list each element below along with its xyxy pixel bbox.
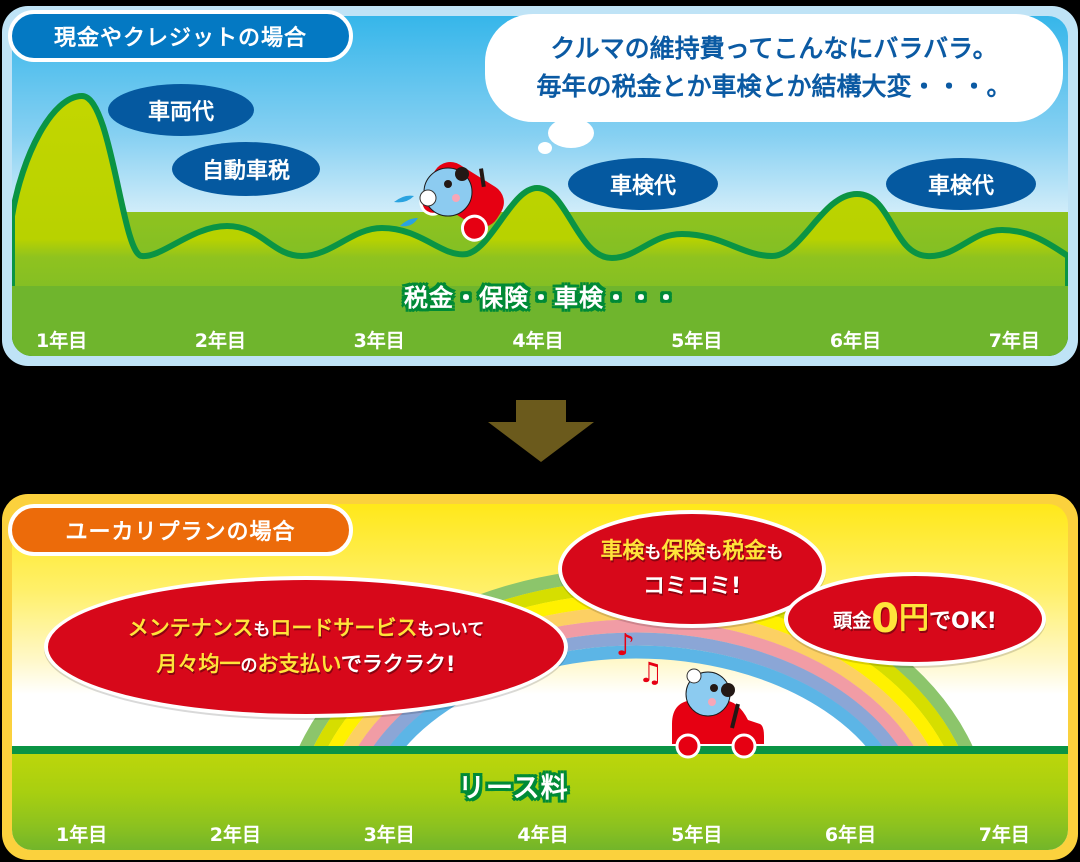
cost-label-auto-tax: 自動車税 [172, 142, 320, 196]
mascot-car-icon [672, 668, 764, 759]
cost-label-text: 車検代 [609, 174, 676, 199]
year-label: 3年目 [363, 824, 415, 846]
highlight-text: 月々均一 [156, 652, 241, 676]
cash-credit-heading: 現金やクレジットの場合 [8, 10, 353, 62]
highlight-text: お支払い [257, 652, 341, 676]
thought-bubble-dot [548, 118, 594, 148]
cost-label-vehicle: 車両代 [108, 84, 254, 136]
arrow-down-icon [488, 400, 594, 462]
highlight-text: ロードサービス [270, 616, 418, 640]
recurring-costs-label: 税金・保険・車検・・・ [404, 284, 679, 312]
heading-text: ユーカリプランの場合 [65, 520, 296, 545]
year-label: 1年目 [56, 824, 108, 846]
thought-bubble-dot [538, 142, 552, 154]
year-label: 4年目 [517, 824, 569, 846]
year-label: 2年目 [194, 330, 247, 352]
bubble-text: でOK! [929, 609, 997, 634]
year-axis: 1年目 2年目 3年目 4年目 5年目 6年目 7年目 [12, 326, 1068, 353]
thought-line-1: クルマの維持費ってこんなにバラバラ。 [550, 34, 998, 63]
ground [12, 754, 1068, 850]
mascot-car-icon [394, 162, 504, 242]
cost-label-text: 自動車税 [201, 159, 290, 184]
down-payment-bubble: 頭金 0 円 でOK! [784, 572, 1046, 666]
year-label: 6年目 [824, 824, 877, 846]
all-inclusive-bubble: 車検も保険も税金も コミコミ! [558, 510, 826, 628]
bubble-text: も [705, 542, 723, 563]
bubble-line-1: メンテナンスもロードサービスもついて [128, 611, 484, 647]
bubble-text: 頭金 [833, 609, 872, 632]
cost-label-inspection-2: 車検代 [886, 158, 1036, 210]
bubble-line-2: コミコミ! [642, 573, 742, 599]
year-label: 2年目 [209, 824, 262, 846]
year-label: 6年目 [829, 330, 882, 352]
year-label: 1年目 [36, 330, 88, 352]
music-notes-icon: ♫ [638, 656, 664, 689]
highlight-text: 保険 [661, 538, 706, 564]
highlight-text: 税金 [722, 538, 767, 564]
year-label: 4年目 [512, 330, 564, 352]
currency-unit: 円 [899, 601, 930, 636]
thought-bubble: クルマの維持費ってこんなにバラバラ。 毎年の税金とか車検とか結構大変・・・。 [485, 14, 1063, 122]
ground-line [12, 746, 1068, 755]
highlight-text: メンテナンス [127, 616, 254, 640]
cost-label-inspection-1: 車検代 [568, 158, 718, 210]
bubble-line-2: 月々均一のお支払いでラクラク! [157, 647, 456, 683]
year-label: 5年目 [671, 824, 723, 846]
year-label: 7年目 [978, 824, 1030, 846]
lease-fee-label: リース料 [458, 773, 569, 804]
lease-plan-scene: ♪ ♫ リース料 1年目 2年目 3年目 4年目 5年目 6年目 7年目 [12, 504, 1068, 850]
maintenance-bubble: メンテナンスもロードサービスもついて 月々均一のお支払いでラクラク! [44, 576, 568, 718]
bubble-line-1: 車検も保険も税金も [600, 535, 783, 570]
bubble-text: でラクラク! [340, 652, 456, 676]
bubble-text: も [644, 542, 662, 563]
year-label: 7年目 [988, 330, 1040, 352]
cost-label-text: 車検代 [927, 174, 994, 199]
cost-label-text: 車両代 [147, 100, 214, 125]
heading-text: 現金やクレジットの場合 [53, 26, 307, 51]
bubble-text: もついて [417, 620, 485, 640]
year-axis: 1年目 2年目 3年目 4年目 5年目 6年目 7年目 [12, 820, 1068, 847]
highlight-text: 車検 [600, 538, 645, 564]
year-label: 5年目 [671, 330, 723, 352]
lease-plan-heading: ユーカリプランの場合 [8, 504, 353, 556]
down-payment-amount: 0 [871, 596, 900, 642]
thought-line-2: 毎年の税金とか車検とか結構大変・・・。 [536, 72, 1012, 101]
bubble-text: も [766, 542, 784, 563]
cost-hills-graphic [12, 92, 1068, 356]
year-label: 3年目 [353, 330, 405, 352]
music-note-icon: ♪ [616, 628, 636, 663]
bubble-text: の [240, 656, 258, 676]
bubble-text: も [253, 620, 271, 640]
